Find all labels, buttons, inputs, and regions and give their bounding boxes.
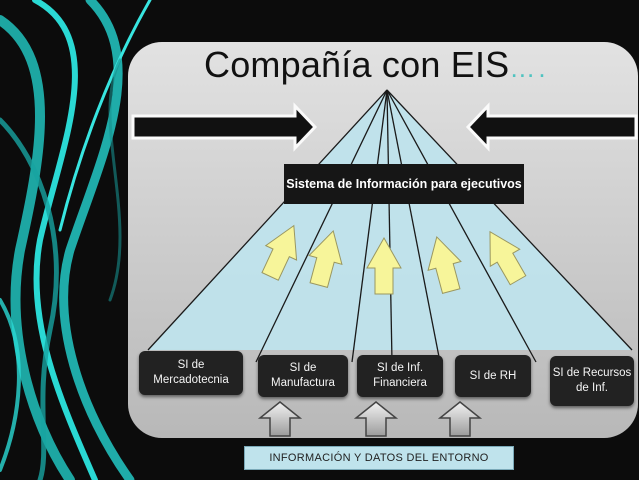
upward-flow-arrows: [261, 224, 527, 295]
subsystem-box-finance: SI de Inf. Financiera: [357, 355, 443, 397]
subsystem-box-marketing: SI de Mercadotecnia: [139, 351, 243, 395]
page-title: Compañía con EIS….: [204, 44, 549, 86]
pyramid-lines: [147, 89, 633, 363]
title-text: Compañía con EIS: [204, 44, 510, 85]
subsystem-box-manufacturing: SI de Manufactura: [258, 355, 348, 397]
teal-swirl-decoration: [0, 0, 152, 480]
input-arrows: [257, 401, 483, 437]
subsystem-box-hr: SI de RH: [455, 355, 531, 397]
environment-arrow-left: [131, 102, 318, 152]
executive-system-box: Sistema de Información para ejecutivos: [284, 164, 524, 204]
environment-arrow-right: [465, 102, 638, 152]
title-ellipsis: ….: [509, 53, 549, 83]
subsystem-box-information-resources: SI de Recursos de Inf.: [550, 356, 634, 406]
environment-data-label: INFORMACIÓN Y DATOS DEL ENTORNO: [244, 446, 514, 470]
